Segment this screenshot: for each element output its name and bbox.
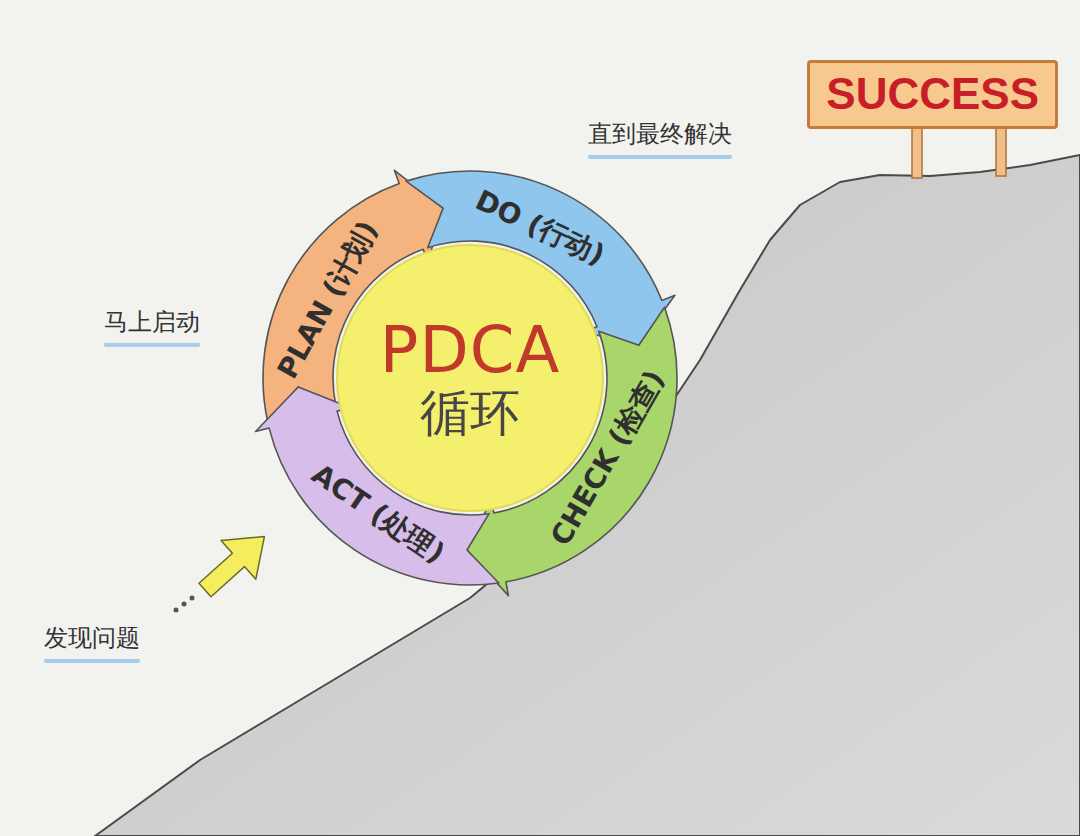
hill <box>95 155 1080 836</box>
cycle-subtitle: 循环 <box>420 386 520 441</box>
center-circle: PDCA循环 <box>333 241 607 515</box>
sign-post <box>912 126 922 178</box>
success-sign: SUCCESS <box>807 60 1058 129</box>
note-holder: 发现问题 <box>44 624 140 663</box>
note-holder: 直到最终解决 <box>588 120 732 159</box>
sign-text: SUCCESS <box>826 69 1039 120</box>
start-arrow <box>188 517 282 609</box>
cycle-title: PDCA <box>380 315 560 385</box>
note-holder: 马上启动 <box>104 308 200 347</box>
sign-post <box>996 126 1006 176</box>
note-label: 马上启动 <box>104 308 200 347</box>
note-label: 发现问题 <box>44 624 140 663</box>
dot <box>190 596 195 601</box>
center-circle-fill <box>337 245 603 511</box>
dot <box>182 602 187 607</box>
dot <box>174 608 179 613</box>
center-text-box: PDCA循环 <box>333 241 607 515</box>
note-label: 直到最终解决 <box>588 120 732 159</box>
